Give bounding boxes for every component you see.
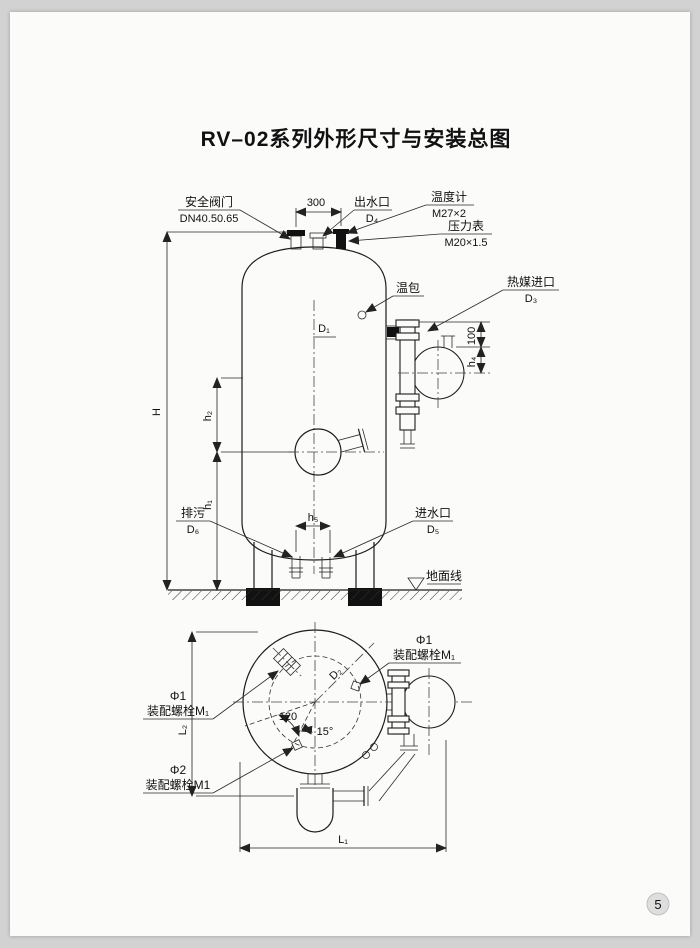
dim-100-label: 100 xyxy=(466,327,478,345)
outlet-name: 出水口 xyxy=(354,195,390,209)
safety-valve-spec: DN40.50.65 xyxy=(180,213,239,225)
plan-drain-pot xyxy=(296,774,369,833)
heat-exchanger xyxy=(386,319,490,449)
safety-valve-nozzle xyxy=(287,230,305,250)
dim-L2-label: L₂ xyxy=(177,725,189,735)
bolt1-left-label: Φ1 装配螺栓M₁ xyxy=(143,670,279,720)
tank-outline xyxy=(241,246,387,561)
bolt1-top-label: Φ1 装配螺栓M₁ xyxy=(359,633,461,685)
pressure-gauge-spec: M20×1.5 xyxy=(444,237,487,249)
angle-radius-b xyxy=(287,701,316,755)
temp-bulb-name: 温包 xyxy=(396,281,420,295)
drain-label: 排污 D₆ xyxy=(176,506,293,558)
bolt1-top-phi: Φ1 xyxy=(416,633,433,647)
bolt2-label: Φ2 装配螺栓M1 xyxy=(143,747,294,794)
dim-d2-label: D₂ xyxy=(327,665,344,682)
dim-d1-label: D₁ xyxy=(318,323,330,335)
page-number: 5 xyxy=(646,892,670,916)
page-number-text: 5 xyxy=(654,897,661,912)
bolt2-text: 装配螺栓M1 xyxy=(146,777,211,792)
drain-size: D₆ xyxy=(187,524,199,536)
dim-h2-h1: h₂ h₁ xyxy=(202,377,294,591)
drain-name: 排污 xyxy=(181,506,205,520)
dim-h5-label: h₅ xyxy=(308,512,319,524)
heat-inlet-name: 热媒进口 xyxy=(507,275,555,289)
water-inlet-label: 进水口 D₅ xyxy=(333,506,453,558)
pressure-gauge-label: 压力表 M20×1.5 xyxy=(348,219,492,249)
thermometer-label: 温度计 M27×2 xyxy=(346,189,474,234)
d2-diagonal xyxy=(314,642,375,703)
dim-300-label: 300 xyxy=(307,197,325,209)
paper-sheet xyxy=(10,12,690,936)
pressure-gauge-name: 压力表 xyxy=(448,219,484,233)
bolt1-left-phi: Φ1 xyxy=(170,689,187,703)
temp-bulb-port xyxy=(357,310,367,320)
plan-view: D₂ 120 15° xyxy=(143,622,472,853)
dim-L2: L₂ xyxy=(177,631,294,797)
outlet-size: D₄ xyxy=(366,213,379,225)
dim-100-h4: 100 h₄ xyxy=(419,321,490,374)
plan-heat-exchanger xyxy=(362,668,456,802)
bolt2-phi: Φ2 xyxy=(170,763,187,777)
drawing-title: RV–02系列外形尺寸与安装总图 xyxy=(201,127,512,151)
dim-300: 300 xyxy=(295,197,342,227)
safety-valve-name: 安全阀门 xyxy=(185,194,233,209)
bolt-phi2 xyxy=(291,739,303,751)
outlet-label: 出水口 D₄ xyxy=(322,195,392,237)
dim-15-label: 15° xyxy=(317,726,334,738)
heat-inlet-size: D₃ xyxy=(525,293,537,305)
front-view: 300 安全阀门 DN40.50.65 出水口 D₄ 温度计 M27×2 xyxy=(151,189,559,606)
bolt-phi1 xyxy=(350,680,362,692)
dim-h4-label: h₄ xyxy=(466,356,478,367)
drain-pipe xyxy=(289,556,303,579)
heat-inlet-label: 热媒进口 D₃ xyxy=(427,275,559,332)
dim-120-label: 120 xyxy=(279,711,297,723)
dim-L1-label: L₁ xyxy=(338,834,348,846)
thermometer-name: 温度计 xyxy=(431,189,467,204)
arc-15 xyxy=(301,723,313,735)
dim-h1-label: h₁ xyxy=(202,500,214,510)
thermometer-spec: M27×2 xyxy=(432,208,466,220)
bolt1-left-text: 装配螺栓M₁ xyxy=(147,703,209,718)
temp-bulb-label: 温包 xyxy=(365,281,424,313)
dim-H: H xyxy=(151,231,290,591)
dim-h5: h₅ xyxy=(295,512,331,553)
water-inlet-size: D₅ xyxy=(427,524,439,536)
dim-L1: L₁ xyxy=(239,740,447,853)
thermometer-nozzle xyxy=(333,229,349,249)
dim-d1: D₁ xyxy=(313,323,336,338)
plan-nozzle-flange xyxy=(272,647,302,677)
inlet-pipe xyxy=(319,557,333,579)
bolt-circle xyxy=(268,655,362,749)
ground-label: 地面线 xyxy=(426,569,462,583)
manhole xyxy=(288,428,384,476)
water-inlet-name: 进水口 xyxy=(415,506,451,520)
ground-line: 地面线 xyxy=(168,569,462,600)
safety-valve-label: 安全阀门 DN40.50.65 xyxy=(178,194,291,240)
dim-H-label: H xyxy=(151,408,163,416)
arc-120 xyxy=(278,714,300,737)
angle-radius-a xyxy=(244,701,316,727)
bolt1-top-text: 装配螺栓M₁ xyxy=(393,647,455,662)
dim-h2-label: h₂ xyxy=(202,411,214,421)
